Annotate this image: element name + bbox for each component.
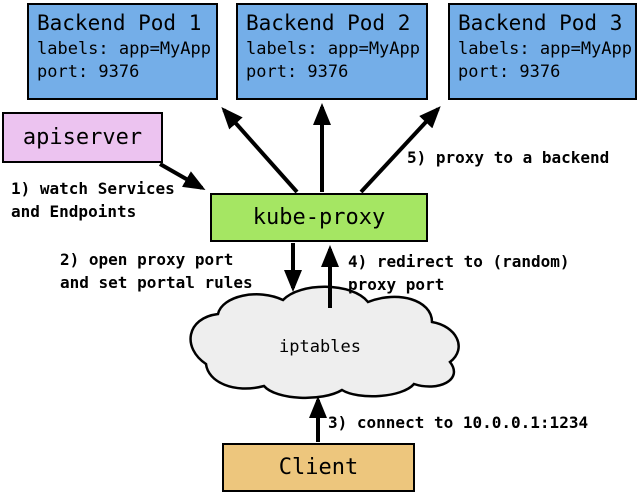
backend-pod-2-box: Backend Pod 2 labels: app=MyApp port: 93… — [236, 3, 428, 100]
backend-pod-3-port: port: 9376 — [458, 62, 561, 82]
client-label: Client — [278, 455, 359, 480]
backend-pod-1-box: Backend Pod 1 labels: app=MyApp port: 93… — [27, 3, 218, 100]
client-box: Client — [222, 443, 415, 492]
backend-pod-1-title: Backend Pod 1 — [37, 11, 202, 35]
annotation-step1: 1) watch Services and Endpoints — [11, 179, 175, 221]
kube-proxy-box: kube-proxy — [210, 193, 428, 242]
backend-pod-3-labels: labels: app=MyApp — [458, 39, 632, 59]
backend-pod-3-title: Backend Pod 3 — [458, 11, 623, 35]
kube-proxy-label: kube-proxy — [252, 205, 386, 230]
backend-pod-2-title: Backend Pod 2 — [246, 11, 411, 35]
backend-pod-2-labels: labels: app=MyApp — [246, 39, 420, 59]
apiserver-label: apiserver — [22, 125, 143, 150]
annotation-step3: 3) connect to 10.0.0.1:1234 — [328, 413, 589, 432]
backend-pod-1-labels: labels: app=MyApp — [37, 39, 211, 59]
annotation-step5: 5) proxy to a backend — [407, 148, 610, 167]
backend-pod-1-port: port: 9376 — [37, 62, 140, 82]
arrow-kubeproxy-to-pod1 — [221, 107, 299, 194]
annotation-step4: 4) redirect to (random) proxy port — [348, 252, 570, 294]
backend-pod-2-port: port: 9376 — [246, 62, 349, 82]
apiserver-box: apiserver — [2, 112, 163, 163]
backend-pod-3-box: Backend Pod 3 labels: app=MyApp port: 93… — [448, 3, 637, 100]
iptables-label: iptables — [279, 337, 361, 357]
annotation-step2: 2) open proxy port and set portal rules — [60, 250, 253, 292]
